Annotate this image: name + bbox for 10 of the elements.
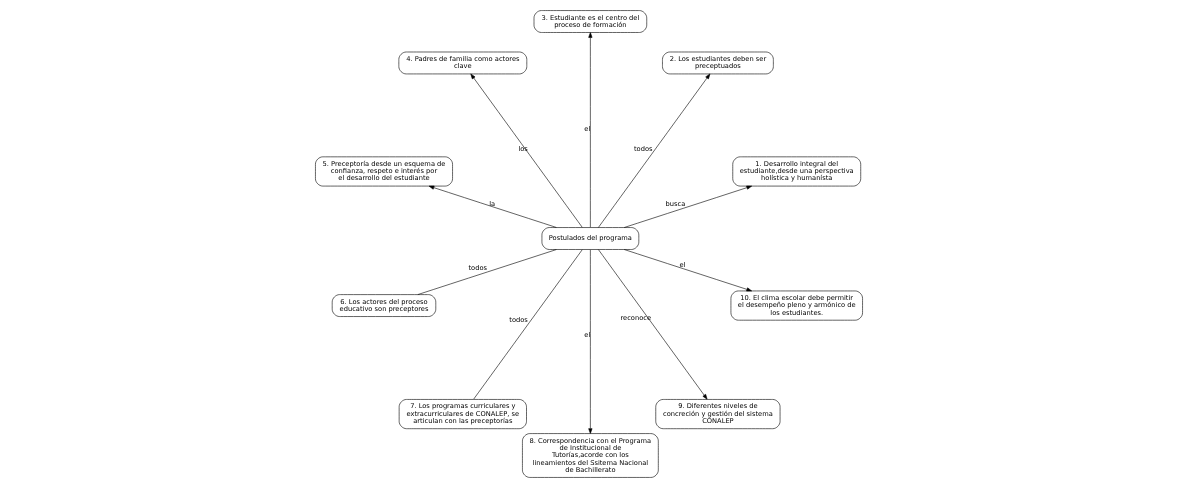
arrow <box>587 249 592 434</box>
arrow <box>597 73 710 228</box>
arrow <box>623 185 752 228</box>
arrow <box>587 32 592 228</box>
connector <box>417 249 557 295</box>
arrow <box>623 249 752 292</box>
arrow <box>470 73 583 228</box>
arrow <box>428 185 557 228</box>
connector <box>472 249 583 400</box>
arrow <box>597 249 707 400</box>
